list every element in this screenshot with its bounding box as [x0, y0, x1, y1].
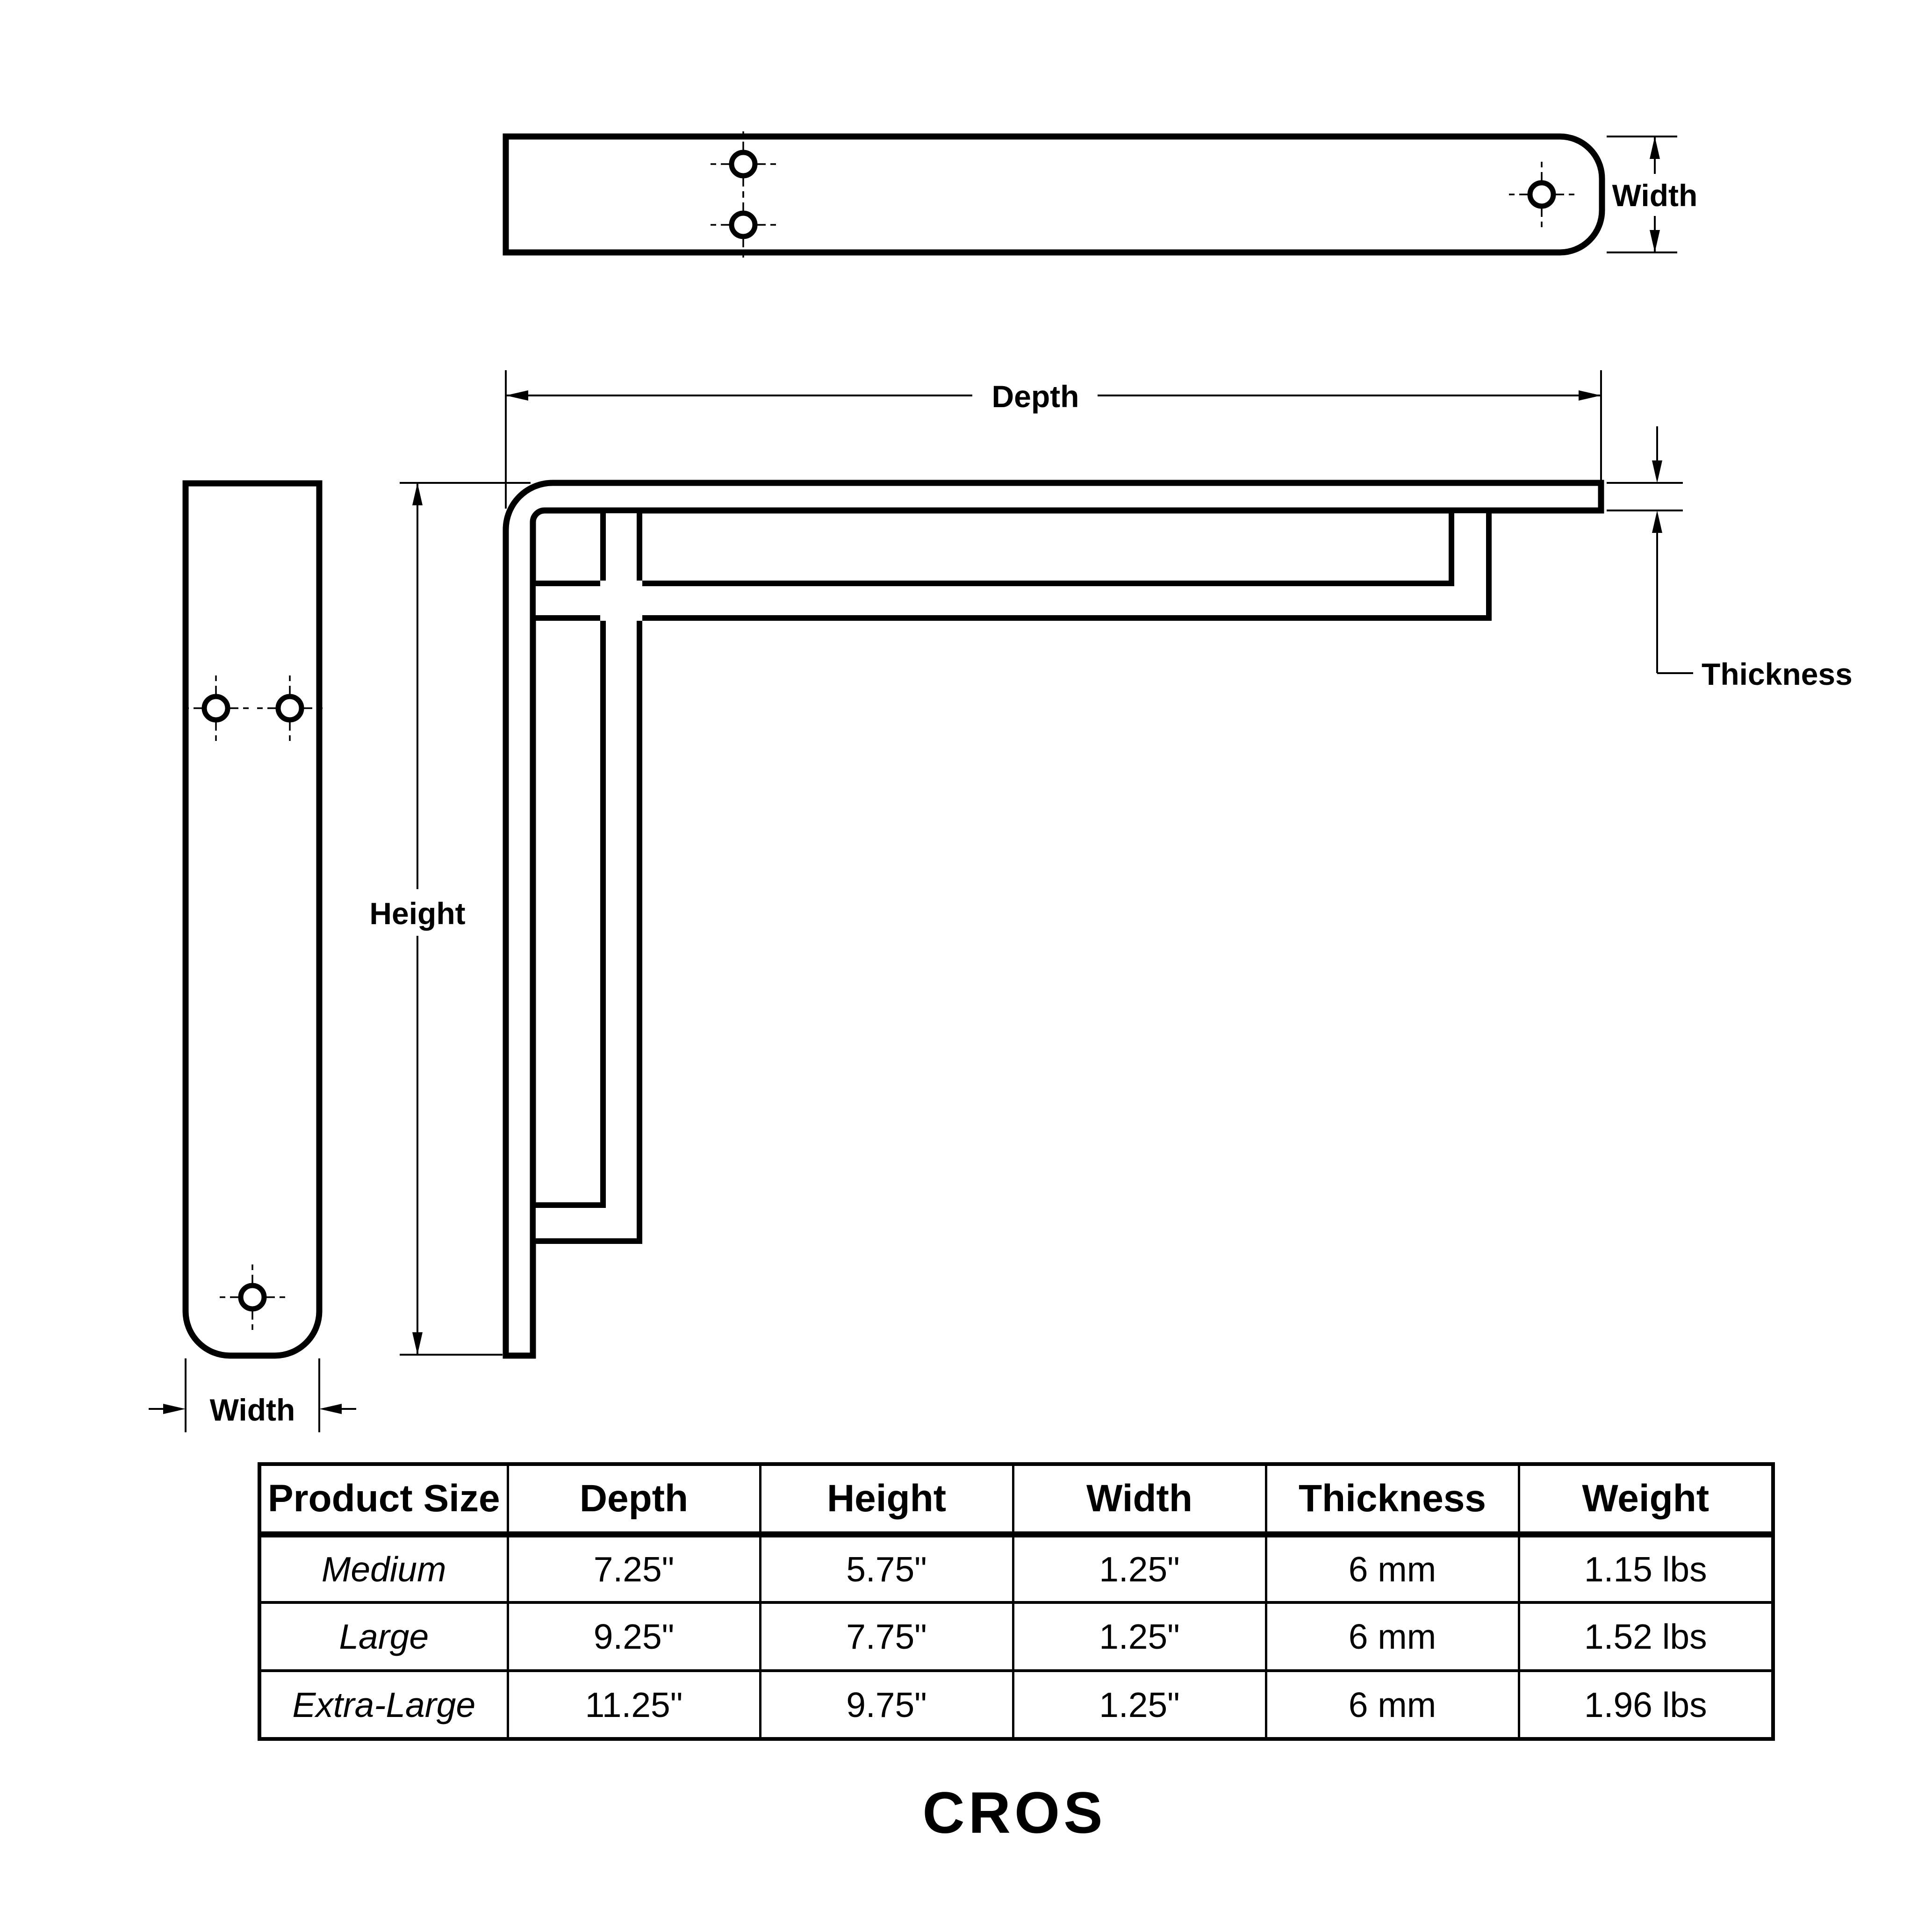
depth-dimension: Depth: [505, 370, 1602, 509]
arrowhead-right: [163, 1404, 186, 1414]
cell-thickness: 6 mm: [1264, 1533, 1519, 1602]
table-row-medium: Medium 7.25" 5.75" 1.25" 6 mm 1.15 lbs: [259, 1533, 1773, 1602]
top-view: Width: [503, 131, 1702, 258]
arrowhead-up: [412, 483, 423, 505]
table-row-large: Large 9.25" 7.75" 1.25" 6 mm 1.52 lbs: [259, 1601, 1773, 1671]
col-header-product-size: Product Size: [259, 1464, 508, 1537]
arrowhead-up: [1650, 136, 1660, 159]
cell-width: 1.25": [1012, 1601, 1266, 1671]
cell-weight: 1.52 lbs: [1517, 1601, 1773, 1671]
cell-thickness: 6 mm: [1264, 1601, 1519, 1671]
top-width-dimension: Width: [1607, 136, 1702, 253]
arrowhead-down: [412, 1332, 423, 1355]
col-header-height: Height: [759, 1464, 1013, 1537]
side-view-horizontal-brace: [530, 508, 1492, 621]
screw-hole: [711, 192, 776, 258]
height-dimension: Height: [364, 482, 531, 1356]
screw-hole: [220, 1264, 285, 1330]
col-header-depth: Depth: [506, 1464, 760, 1537]
cell-height: 5.75": [759, 1533, 1013, 1602]
thickness-label: Thickness: [1702, 657, 1853, 691]
cell-width: 1.25": [1012, 1669, 1266, 1739]
cell-size: Extra-Large: [259, 1669, 508, 1739]
front-width-dimension: Width: [149, 1358, 356, 1432]
cell-weight: 1.15 lbs: [1517, 1533, 1773, 1602]
col-header-thickness: Thickness: [1264, 1464, 1519, 1537]
screw-hole: [1509, 162, 1574, 227]
cell-size: Large: [259, 1601, 508, 1671]
top-view-arm-outline: [503, 133, 1605, 256]
side-view: Depth Height Thickness: [364, 370, 1853, 1359]
arrowhead-left: [506, 390, 528, 401]
arrowhead-left: [319, 1404, 342, 1414]
screw-hole: [711, 131, 776, 197]
depth-label: Depth: [992, 379, 1079, 414]
cell-depth: 7.25": [506, 1533, 760, 1602]
thickness-dimension: Thickness: [1607, 426, 1853, 691]
arrowhead-down: [1650, 230, 1660, 252]
height-label: Height: [369, 896, 465, 931]
arrowhead-up: [1652, 510, 1662, 533]
side-view-vertical-brace: [530, 508, 642, 1244]
cell-height: 7.75": [759, 1601, 1013, 1671]
screw-hole: [257, 675, 323, 741]
cell-size: Medium: [259, 1533, 508, 1602]
side-view-l-outline: [503, 480, 1604, 1359]
front-view: Width: [149, 480, 356, 1432]
cell-weight: 1.96 lbs: [1517, 1669, 1773, 1739]
front-view-plate-outline: [182, 480, 323, 1359]
size-table-header-row: Product Size Depth Height Width Thicknes…: [259, 1464, 1773, 1537]
cell-depth: 9.25": [506, 1601, 760, 1671]
table-row-extra-large: Extra-Large 11.25" 9.75" 1.25" 6 mm 1.96…: [259, 1669, 1773, 1739]
cell-width: 1.25": [1012, 1533, 1266, 1602]
cell-depth: 11.25": [506, 1669, 760, 1739]
product-title: CROS: [922, 1781, 1106, 1846]
top-width-label: Width: [1612, 178, 1698, 213]
col-header-weight: Weight: [1517, 1464, 1773, 1537]
screw-hole: [183, 675, 249, 741]
cell-thickness: 6 mm: [1264, 1669, 1519, 1739]
col-header-width: Width: [1012, 1464, 1266, 1537]
front-width-label: Width: [210, 1393, 295, 1427]
cell-height: 9.75": [759, 1669, 1013, 1739]
arrowhead-right: [1579, 390, 1601, 401]
size-table: Product Size Depth Height Width Thicknes…: [258, 1462, 1775, 1741]
arrowhead-down: [1652, 460, 1662, 483]
